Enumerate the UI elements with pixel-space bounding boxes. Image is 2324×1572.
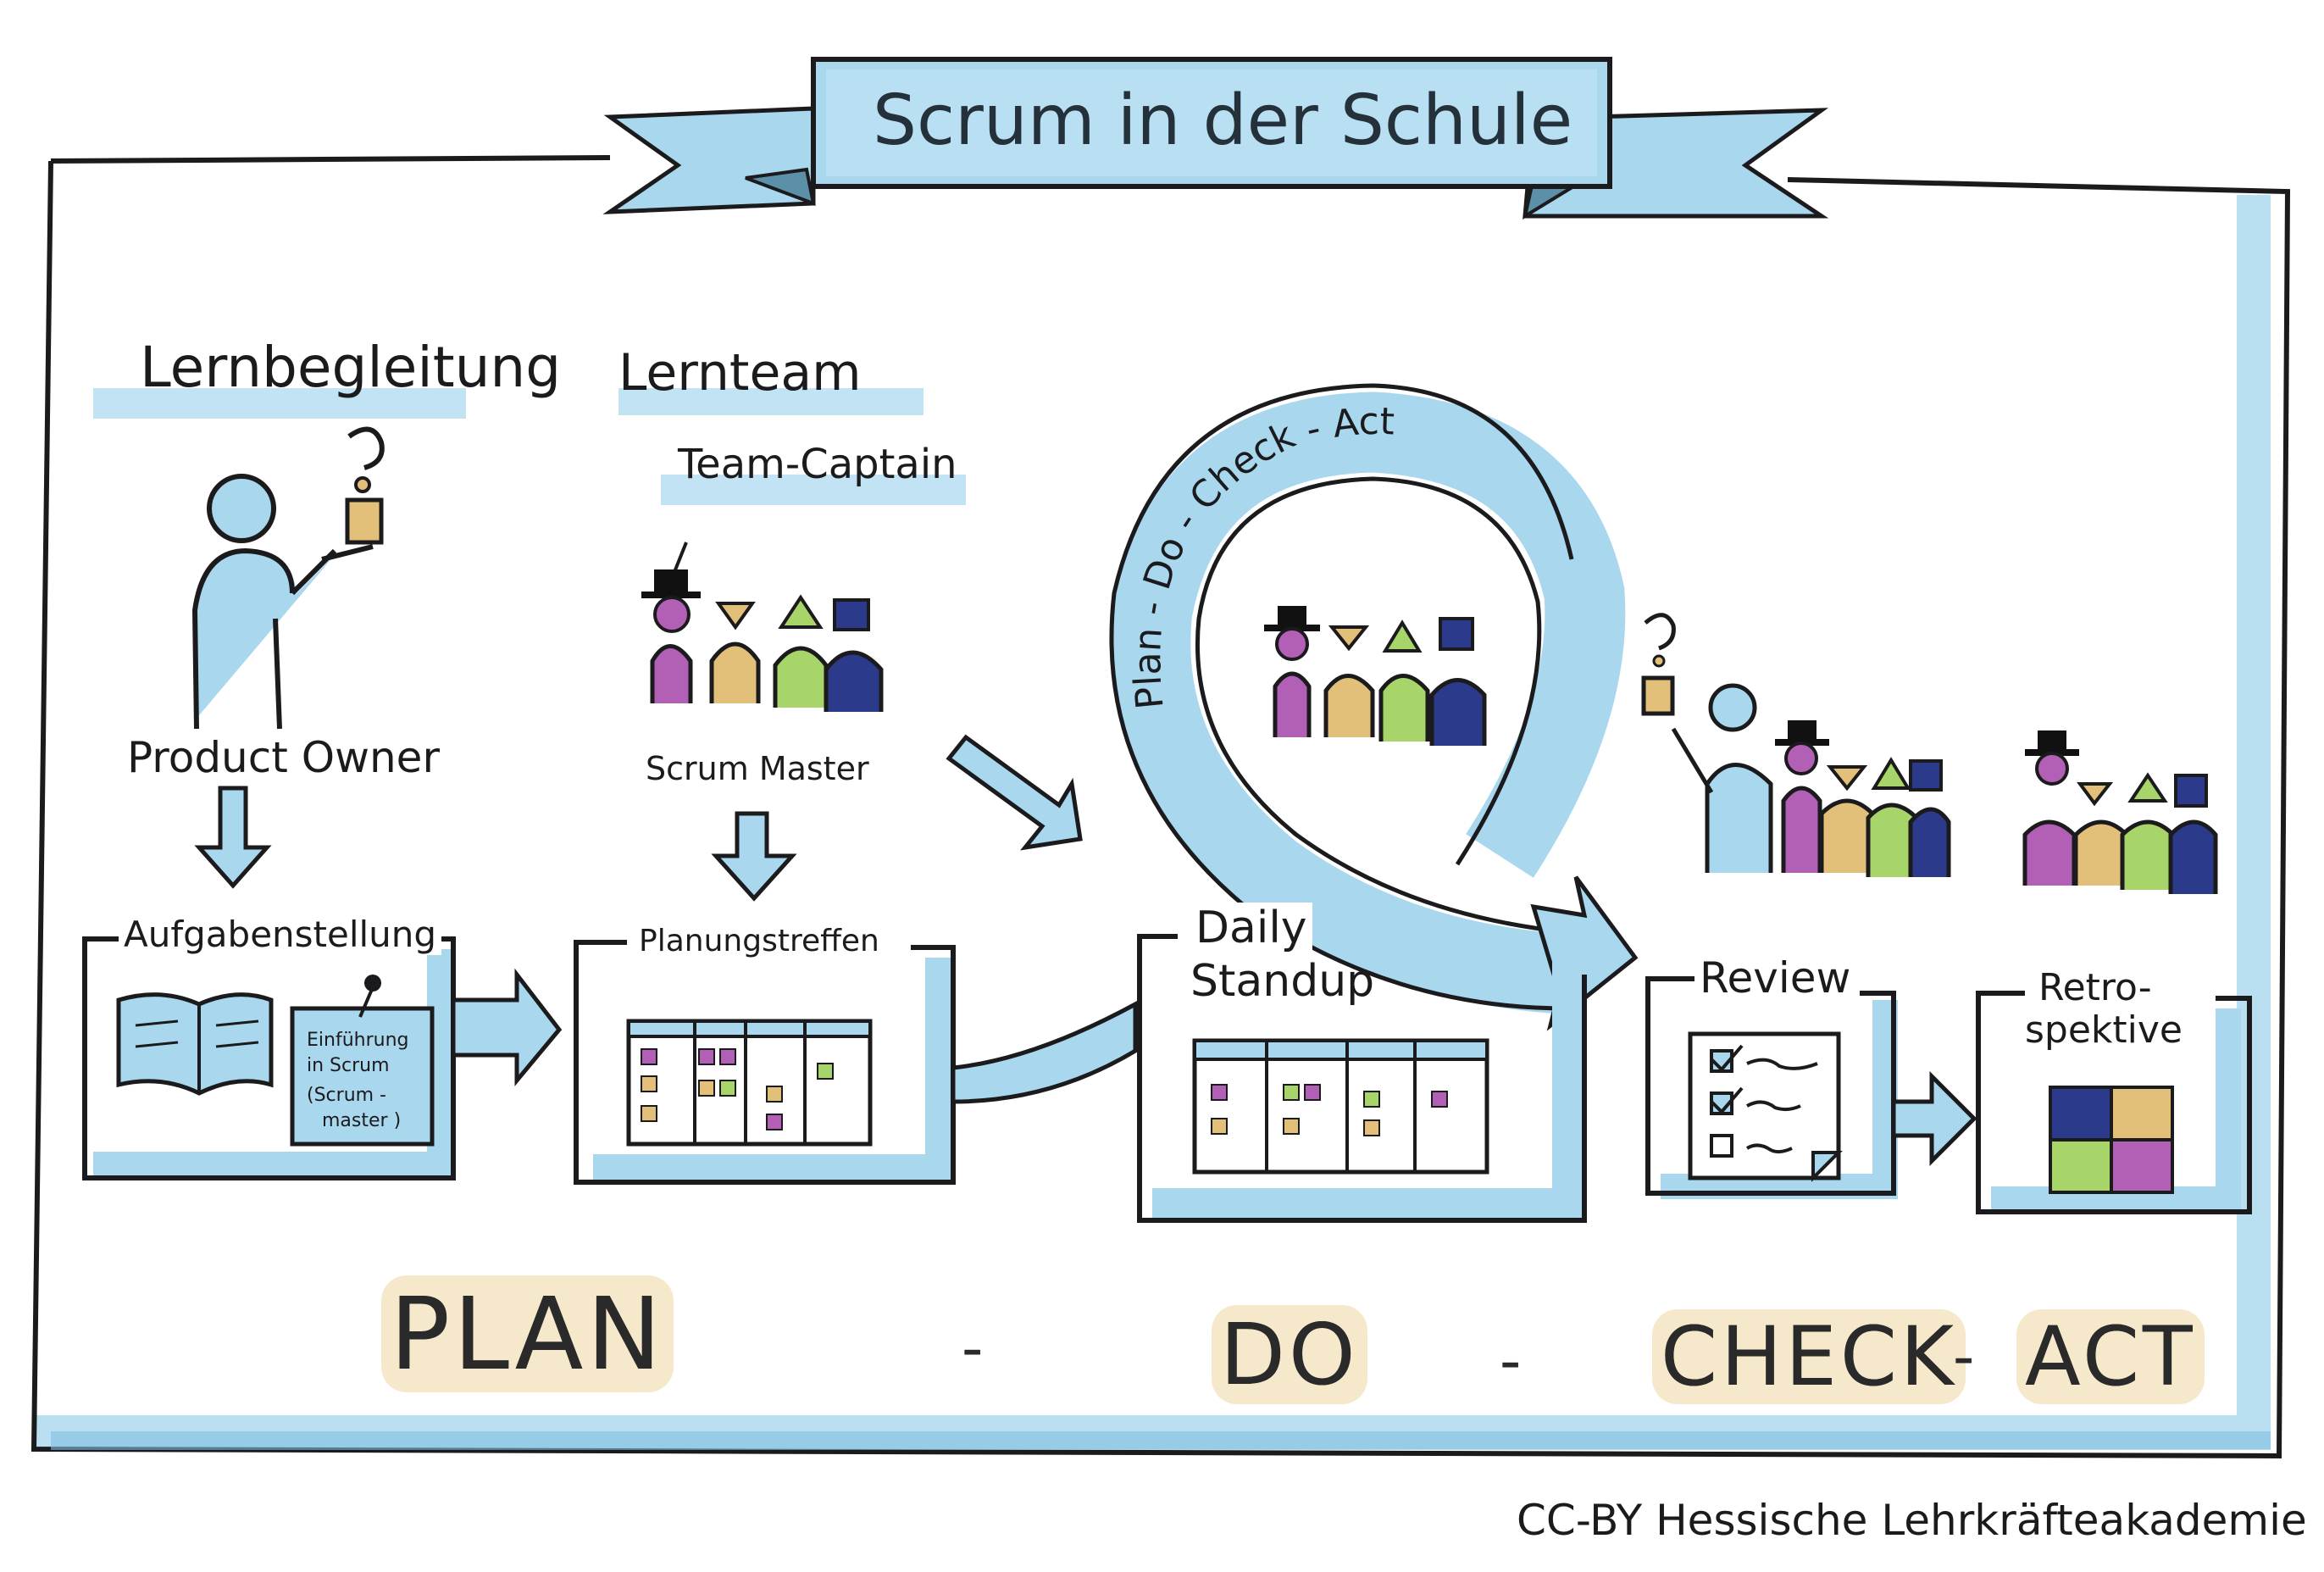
stage-daily-line-2: Standup <box>1190 956 1375 1007</box>
phase-act: ACT <box>2016 1309 2205 1404</box>
note-line-4: master ) <box>322 1110 402 1131</box>
phase-check: CHECK <box>1652 1309 1966 1404</box>
review-box <box>1645 976 1898 1199</box>
title-ribbon <box>602 57 1829 220</box>
phase-dash-1: - <box>962 1314 987 1383</box>
lernbegleitung-highlight <box>93 388 466 419</box>
lernteam-highlight <box>618 388 923 415</box>
stage-retro-line-1: Retro- <box>2033 966 2157 1009</box>
lernteam-group <box>641 542 884 712</box>
role-team-captain: Team-Captain <box>678 441 957 488</box>
product-owner-figure <box>191 426 385 730</box>
stage-aufgabenstellung: Aufgabenstellung <box>119 914 442 955</box>
sticky-notes <box>641 1048 1448 1136</box>
stage-review: Review <box>1694 953 1856 1003</box>
phase-dash-2: - <box>1500 1326 1525 1396</box>
stage-daily-line-1: Daily <box>1190 903 1312 953</box>
arrow-down-icon <box>711 811 797 902</box>
arrow-right-icon <box>451 968 563 1086</box>
team-captain-highlight <box>661 475 966 505</box>
retro-team <box>2022 730 2218 894</box>
loop-team <box>1264 606 1487 746</box>
daily-standup-box <box>1137 934 1587 1223</box>
role-lernteam: Lernteam <box>618 343 862 403</box>
page-title: Scrum in der Schule <box>873 81 1573 161</box>
phase-do: DO <box>1212 1305 1367 1404</box>
arrow-down-icon <box>194 786 272 889</box>
stage-planungstreffen: Planungstreffen <box>634 924 885 958</box>
note-line-3: (Scrum - <box>307 1085 386 1106</box>
phase-plan: PLAN <box>381 1275 674 1392</box>
note-line-1: Einführung <box>307 1030 409 1051</box>
arrow-right-icon <box>1891 1070 1977 1167</box>
arrow-diagonal-icon <box>946 734 1083 851</box>
connector-arrow <box>951 1000 1138 1104</box>
stage-retro-line-2: spektive <box>2025 1008 2183 1052</box>
phase-dash-3: - <box>1953 1322 1978 1391</box>
role-lernbegleitung: Lernbegleitung <box>140 335 562 400</box>
retrospektive-box <box>1976 991 2252 1214</box>
credit-line: CC-BY Hessische Lehrkräfteakademie <box>1517 1496 2307 1545</box>
review-team <box>1641 613 1951 877</box>
main-frame <box>31 155 2291 1459</box>
planungstreffen-box <box>574 940 956 1185</box>
role-product-owner: Product Owner <box>127 733 440 782</box>
role-scrum-master: Scrum Master <box>646 750 869 787</box>
aufgabenstellung-box <box>82 936 456 1180</box>
note-line-2: in Scrum <box>307 1055 390 1076</box>
